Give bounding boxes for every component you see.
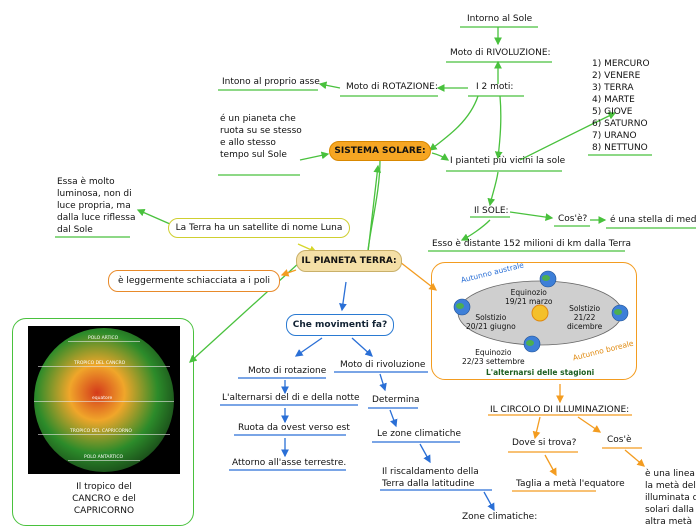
- moto-rivoluzione-top: Moto di RIVOLUZIONE:: [450, 48, 551, 58]
- globe-image: POLO ARTICO TROPICO DEL CANCRO equatore …: [28, 326, 180, 474]
- band: [38, 434, 170, 435]
- cose-question: Cos'è?: [558, 214, 588, 224]
- planet-item: 4) MARTE: [592, 95, 635, 105]
- globe-label: POLO ARTICO: [88, 336, 119, 341]
- circolo-description: è una linea c la metà della illuminata d…: [645, 468, 696, 528]
- right-col-item: Determina: [372, 395, 420, 405]
- pianeti-vicini: I pianteti più vicini la sole: [450, 156, 566, 166]
- sistema-solare-node[interactable]: SISTEMA SOLARE:: [329, 141, 431, 161]
- planet-list: 1) MERCURO 2) VENERE 3) TERRA 4) MARTE 5…: [592, 58, 650, 154]
- equinozio-bottom-text: Equinozio 22/23 settembre: [462, 348, 525, 366]
- planet-item: 8) NETTUNO: [592, 143, 648, 153]
- globe-label: TROPICO DEL CAPRICORNO: [70, 429, 132, 434]
- planet-item: 6) SATURNO: [592, 119, 648, 129]
- luna-node[interactable]: La Terra ha un satellite di nome Luna: [168, 218, 350, 238]
- sistema-description: é un pianeta che ruota su se stesso e al…: [220, 114, 302, 160]
- band: [68, 341, 140, 342]
- solstizio-left: Solstizio 20/21 giugno: [466, 313, 516, 331]
- cose2-question: Cos'è: [607, 435, 632, 445]
- sun-icon: [531, 304, 549, 322]
- globe-label: equatore: [92, 396, 113, 401]
- left-col-item: Moto di rotazione: [248, 366, 327, 376]
- solstizio-right: Solstizio 21/22 dicembre: [567, 304, 602, 331]
- globe-icon: [34, 328, 174, 472]
- movimenti-node[interactable]: Che movimenti fa?: [286, 314, 394, 336]
- solstizio-right-text: Solstizio 21/22 dicembre: [567, 304, 603, 331]
- globe-label: TROPICO DEL CANCRO: [74, 361, 126, 366]
- planet-item: 1) MERCURO: [592, 59, 650, 69]
- band: [68, 460, 140, 461]
- taglia-desc: Taglia a metà l'equatore: [516, 479, 625, 489]
- asse-label: Intono al proprio asse: [222, 77, 320, 87]
- i-2-moti: I 2 moti:: [476, 82, 514, 92]
- planet-item: 2) VENERE: [592, 71, 641, 81]
- planet-item: 7) URANO: [592, 131, 637, 141]
- luna-description: Essa è molto luminosa, non di luce propr…: [57, 177, 136, 235]
- equinozio-top: Equinozio 19/21 marzo: [505, 288, 553, 306]
- solstizio-left-text: Solstizio 20/21 giugno: [466, 313, 516, 331]
- left-col-item: L'alternarsi del di e della notte: [222, 393, 360, 403]
- moto-rotazione-top: Moto di ROTAZIONE:: [346, 82, 438, 92]
- tropico-caption: Il tropico del CANCRO e del CAPRICORNO: [72, 482, 136, 516]
- planet-item: 3) TERRA: [592, 83, 634, 93]
- planet-item: 5) GIOVE: [592, 107, 633, 117]
- band: [38, 366, 170, 367]
- il-sole: Il SOLE:: [474, 206, 509, 216]
- stella-desc: é una stella di media: [610, 215, 696, 225]
- right-col-item: Il riscaldamento della Terra dalla latit…: [382, 467, 479, 489]
- center-node[interactable]: IL PIANETA TERRA:: [296, 250, 402, 272]
- right-col-item: Moto di rivoluzione: [340, 360, 426, 370]
- equinozio-bottom: Equinozio 22/23 settembre: [462, 348, 525, 366]
- distante-desc: Esso è distante 152 milioni di km dalla …: [432, 239, 632, 249]
- circolo-title: IL CIRCOLO DI ILLUMINAZIONE:: [490, 405, 630, 415]
- right-col-item: Le zone climatiche: [377, 429, 462, 439]
- band: [34, 401, 174, 402]
- right-col-item: Zone climatiche:: [462, 512, 538, 522]
- left-col-item: Ruota da ovest verso est: [238, 423, 350, 433]
- globe-label: POLO ANTARTICO: [84, 455, 124, 460]
- orbit-caption: L'alternarsi delle stagioni: [486, 368, 595, 377]
- orbit-diagram: [453, 270, 629, 353]
- left-col-item: Attorno all'asse terrestre.: [232, 458, 347, 468]
- equinozio-top-text: Equinozio 19/21 marzo: [505, 288, 553, 306]
- schiacciata-node[interactable]: è leggermente schiacciata a i poli: [108, 270, 280, 292]
- intorno-sole: Intorno al Sole: [467, 14, 533, 24]
- orbit-frame: [431, 262, 637, 380]
- circolo-description-text: è una linea c la metà della illuminata d…: [645, 469, 696, 527]
- dove-question: Dove si trova?: [512, 438, 577, 448]
